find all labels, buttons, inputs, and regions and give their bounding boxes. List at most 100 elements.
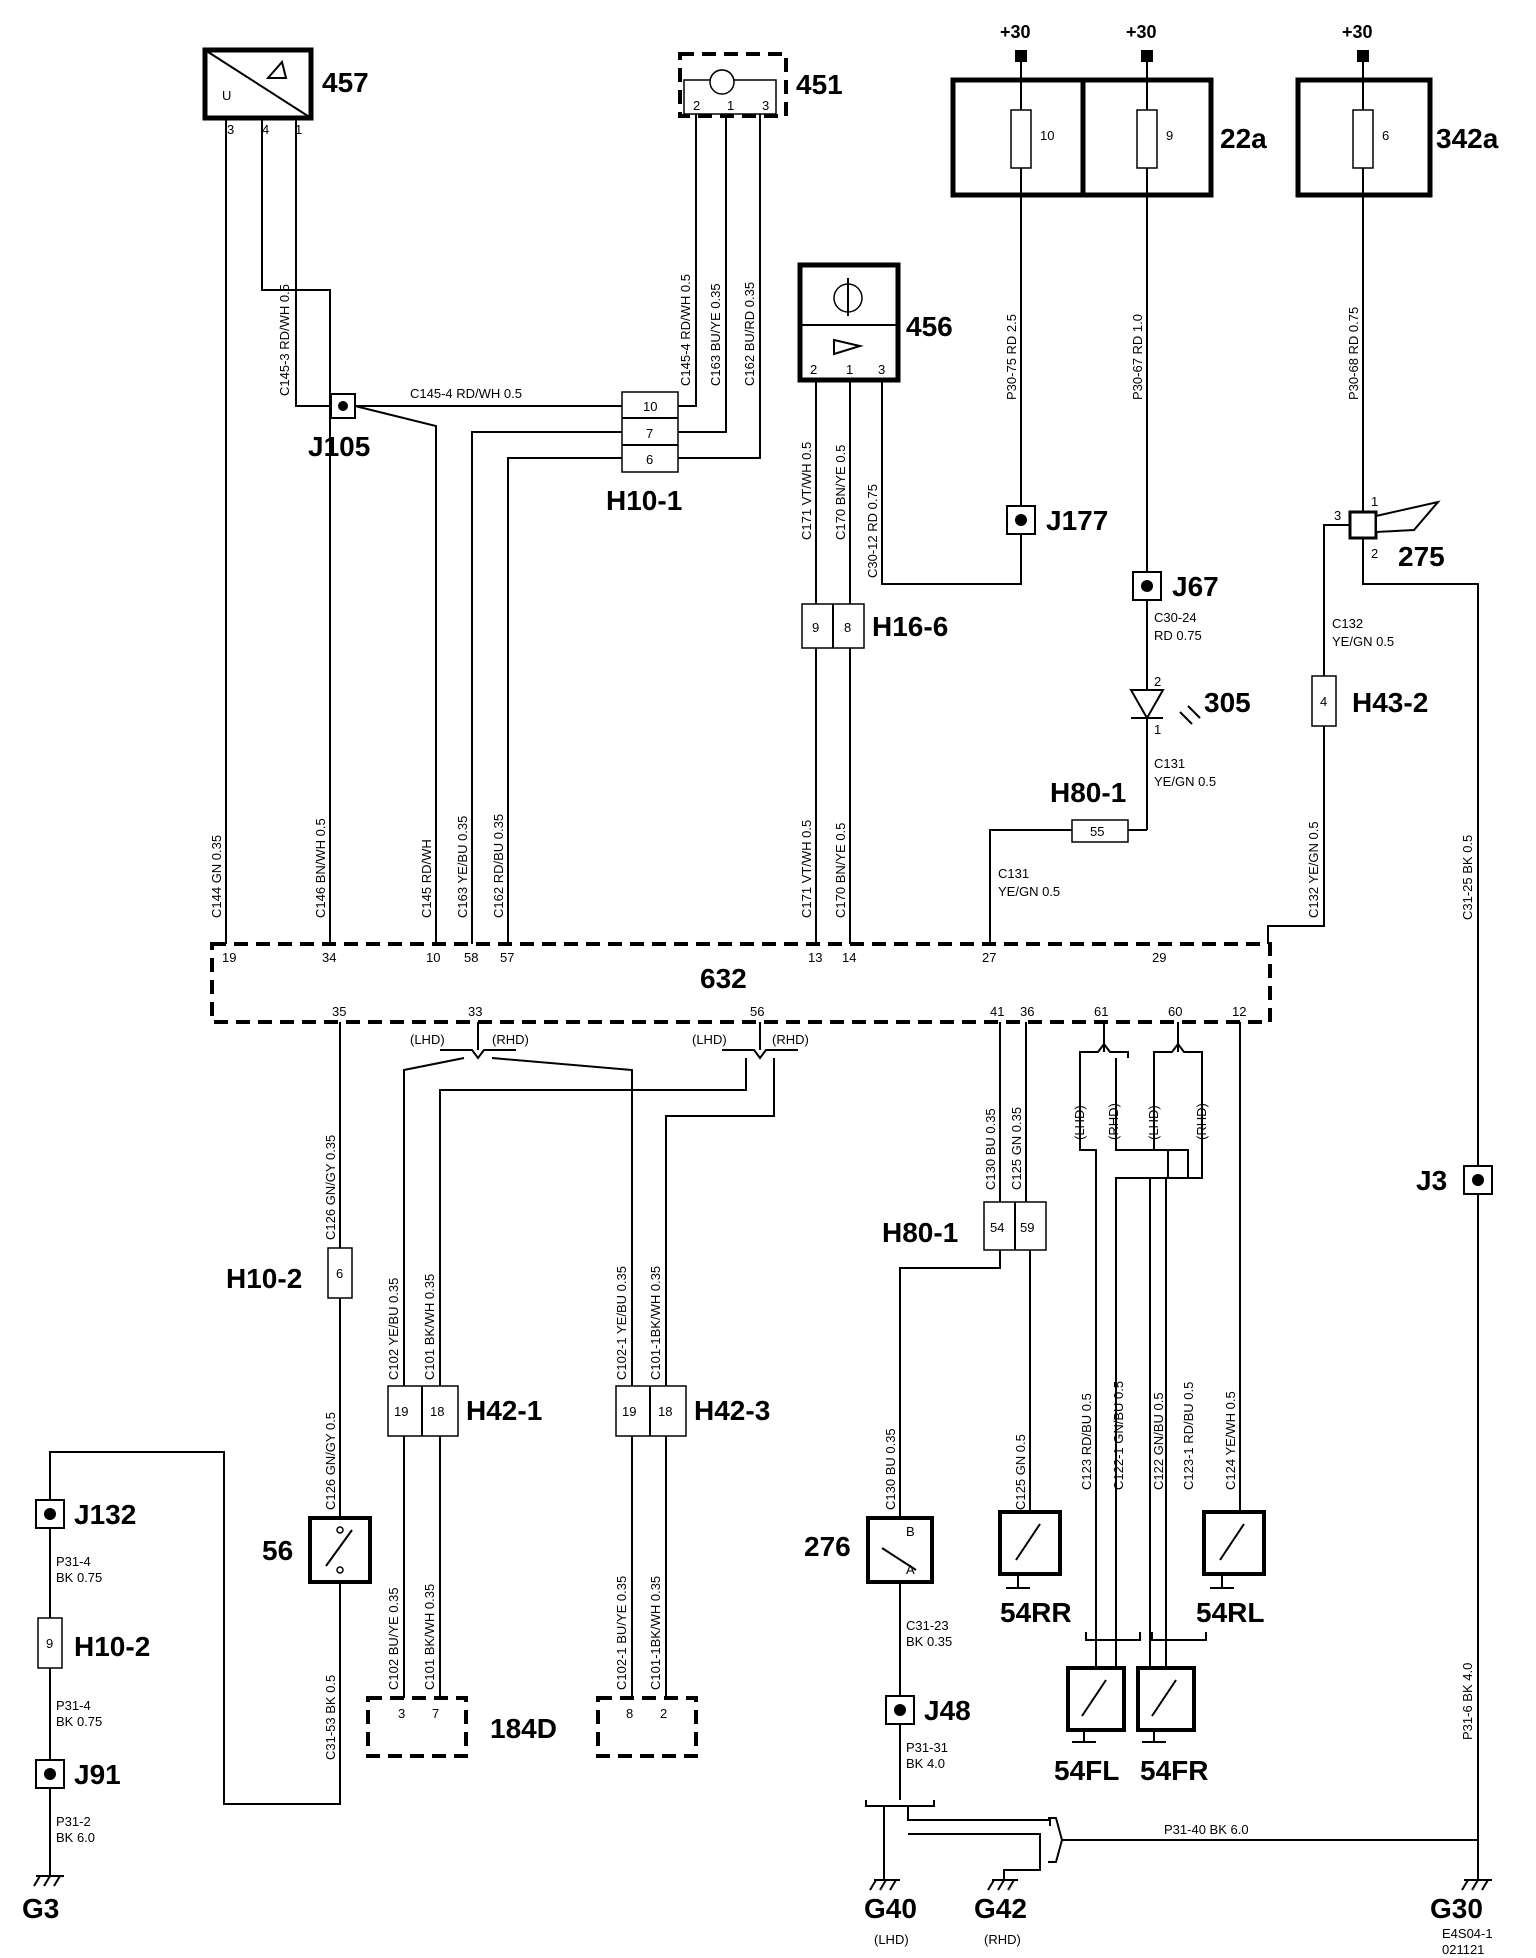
component-label-54FL: 54FL	[1054, 1755, 1119, 1786]
ground-G3: G3	[22, 1893, 59, 1924]
supply-plus30-2: +30	[1126, 22, 1157, 42]
pin-632-56: 56	[750, 1004, 764, 1019]
pin-h10-1-10: 10	[643, 399, 657, 414]
wire-c102-1-bot: C102-1 BU/YE 0.35	[614, 1576, 629, 1690]
component-label-342a: 342a	[1436, 123, 1499, 154]
component-451: 2 1 3 451	[678, 52, 843, 118]
wire-c131-d: YE/GN 0.5	[998, 884, 1060, 899]
component-label-54FR: 54FR	[1140, 1755, 1208, 1786]
wire-c162-top: C162 BU/RD 0.35	[742, 282, 757, 386]
module-632: 632 19 34 10 58 57 13 14 27 29 35 33 56 …	[210, 942, 1272, 1024]
wire-c171: C171 VT/WH 0.5	[799, 820, 814, 918]
ground-network: P31-40 BK 6.0 G40 (LHD) G42 (RHD) J3 P31…	[864, 1165, 1493, 1957]
pin-632-10: 10	[426, 950, 440, 965]
wire-c122: C122 GN/BU 0.5	[1151, 1392, 1166, 1490]
wire-p30-67: P30-67 RD 1.0	[1130, 314, 1145, 400]
wire-c163: C163 YE/BU 0.35	[455, 816, 470, 918]
variant-lhd-2: (LHD)	[692, 1032, 727, 1047]
pin-275-3: 3	[1334, 508, 1341, 523]
supply-plus30-1: +30	[1000, 22, 1031, 42]
component-label-56: 56	[262, 1535, 293, 1566]
wire-c132-b: YE/GN 0.5	[1332, 634, 1394, 649]
connector-H43-2: H43-2	[1352, 687, 1428, 718]
pin-456-3: 3	[878, 362, 885, 377]
pin-h80-59: 59	[1020, 1220, 1034, 1235]
component-label-54RR: 54RR	[1000, 1597, 1072, 1628]
wire-p31-4a1: P31-4	[56, 1554, 91, 1569]
pin-457-4: 4	[262, 122, 269, 137]
splice-J91: J91	[74, 1759, 121, 1790]
pin-h10-2-9: 9	[46, 1636, 53, 1651]
component-label-456: 456	[906, 311, 953, 342]
wire-p31-4b1: P31-4	[56, 1698, 91, 1713]
wire-p31-31b: BK 4.0	[906, 1756, 945, 1771]
pin-456-1: 1	[846, 362, 853, 377]
wire-c131-b: YE/GN 0.5	[1154, 774, 1216, 789]
door-switch-wiring: C130 BU 0.35 C125 GN 0.35 54 59 H80-1 C1…	[804, 1022, 1266, 1800]
pin-632-33: 33	[468, 1004, 482, 1019]
switch-pin-a: A	[906, 1562, 915, 1577]
pin-632-36: 36	[1020, 1004, 1034, 1019]
unit-symbol: U	[222, 88, 231, 103]
upper-left-wiring: J105 C145-3 RD/WH 0.5 C145-4 RD/WH 0.5 1…	[225, 114, 761, 944]
ground-G40: G40	[864, 1893, 917, 1924]
pin-184d-7: 7	[432, 1706, 439, 1721]
wire-c145-4-v: C145-4 RD/WH 0.5	[678, 274, 693, 386]
wire-c130-bot: C130 BU 0.35	[883, 1428, 898, 1510]
pin-632-35: 35	[332, 1004, 346, 1019]
pin-632-13: 13	[808, 950, 822, 965]
pin-184d-3: 3	[398, 1706, 405, 1721]
wire-c132: C132 YE/GN 0.5	[1306, 821, 1321, 918]
radio-wiring: (LHD) (RHD) (LHD) (RHD) C102 YE/BU 0.35 …	[366, 1022, 809, 1758]
component-label-305: 305	[1204, 687, 1251, 718]
component-label-54RL: 54RL	[1196, 1597, 1264, 1628]
wire-c144: C144 GN 0.35	[209, 835, 224, 918]
fuse-6: 6	[1382, 128, 1389, 143]
wire-c162: C162 RD/BU 0.35	[491, 814, 506, 918]
pin-632-61: 61	[1094, 1004, 1108, 1019]
variant-rhd-1: (RHD)	[492, 1032, 529, 1047]
variant-lhd-1: (LHD)	[410, 1032, 445, 1047]
wire-c31-23a: C31-23	[906, 1618, 949, 1633]
pin-h10-1-7: 7	[646, 426, 653, 441]
pin-457-1: 1	[295, 122, 302, 137]
splice-J67: J67	[1172, 571, 1219, 602]
wire-c124: C124 YE/WH 0.5	[1223, 1391, 1238, 1490]
pin-h42-3-19: 19	[622, 1404, 636, 1419]
pin-184d-2: 2	[660, 1706, 667, 1721]
connector-H10-2-b: H10-2	[74, 1631, 150, 1662]
pin-h16-9: 9	[812, 620, 819, 635]
supply-plus30-3: +30	[1342, 22, 1373, 42]
pin-456-2: 2	[810, 362, 817, 377]
pin-451-3: 3	[762, 98, 769, 113]
connector-H42-1: H42-1	[466, 1395, 542, 1426]
fuse-box-22a: +30 +30 10 9 22a	[950, 22, 1267, 198]
pin-h10-1-6: 6	[646, 452, 653, 467]
wire-c123-1: C123-1 RD/BU 0.5	[1181, 1382, 1196, 1490]
component-label-22a: 22a	[1220, 123, 1267, 154]
wire-p30-75: P30-75 RD 2.5	[1004, 314, 1019, 400]
pin-632-34: 34	[322, 950, 336, 965]
component-456: 2 1 3 456 C171 VT/WH 0.5 C170 BN/YE 0.5 …	[797, 262, 1022, 944]
wire-c132-a: C132	[1332, 616, 1363, 631]
wire-c101-1-top: C101-1BK/WH 0.35	[648, 1266, 663, 1380]
pin-632-14: 14	[842, 950, 856, 965]
wire-c31-53: C31-53 BK 0.5	[323, 1675, 338, 1760]
splice-J105: J105	[308, 431, 370, 462]
pin-h10-2-6: 6	[336, 1266, 343, 1281]
wire-c163-top: C163 BU/YE 0.35	[708, 283, 723, 386]
wire-c146: C146 BN/WH 0.5	[313, 818, 328, 918]
wire-c102-bot: C102 BU/YE 0.35	[386, 1587, 401, 1690]
pin-h42-1-19: 19	[394, 1404, 408, 1419]
component-label-457: 457	[322, 67, 369, 98]
pin-451-2: 2	[693, 98, 700, 113]
ground-G42: G42	[974, 1893, 1027, 1924]
pin-632-29: 29	[1152, 950, 1166, 965]
pin-305-2: 2	[1154, 674, 1161, 689]
variant-rhd-3: (RHD)	[1106, 1103, 1121, 1140]
pin-632-41: 41	[990, 1004, 1004, 1019]
wire-c170: C170 BN/YE 0.5	[833, 823, 848, 918]
wire-c126-bot: C126 GN/GY 0.5	[323, 1412, 338, 1510]
pin-632-58: 58	[464, 950, 478, 965]
